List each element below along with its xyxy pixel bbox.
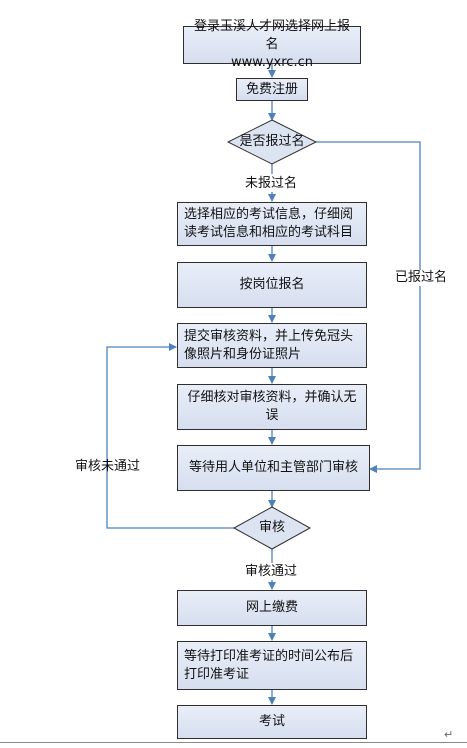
- page-bottom-rule: [0, 742, 467, 743]
- edge-label-review-failed: 审核未通过: [75, 459, 141, 474]
- edge-already-applied: [316, 141, 421, 473]
- node-exam: 考试: [177, 705, 367, 739]
- node-review: 审核: [258, 520, 285, 535]
- node-select-exam: 选择相应的考试信息，仔细阅读考试信息和相应的考试科目: [177, 202, 367, 246]
- decision-review-diamond: [232, 506, 312, 550]
- node-pay-online: 网上缴费: [177, 590, 367, 626]
- edge-label-already-applied: 已报过名: [395, 270, 448, 286]
- decision-applied-diamond: [226, 119, 318, 165]
- node-apply-position: 按岗位报名: [177, 262, 367, 308]
- node-free-signup: 免费注册: [236, 78, 308, 101]
- edge-label-not-applied: 未报过名: [245, 176, 298, 191]
- node-submit-materials: 提交审核资料，并上传免冠头像照片和身份证照片: [177, 323, 367, 368]
- node-await-review: 等待用人单位和主管部门审核: [177, 445, 370, 491]
- edge-label-review-passed: 审核通过: [245, 564, 298, 579]
- node-register-site: 登录玉溪人才网选择网上报名 www.yxrc.cn: [183, 19, 361, 70]
- paragraph-mark: ↵: [444, 728, 454, 741]
- node-applied-before: 是否报过名: [239, 134, 305, 149]
- edge-review-failed: [106, 343, 236, 529]
- node-check-materials: 仔细核对审核资料，并确认无误: [177, 384, 367, 430]
- node-print-ticket: 等待打印准考证的时间公布后打印准考证: [177, 641, 367, 690]
